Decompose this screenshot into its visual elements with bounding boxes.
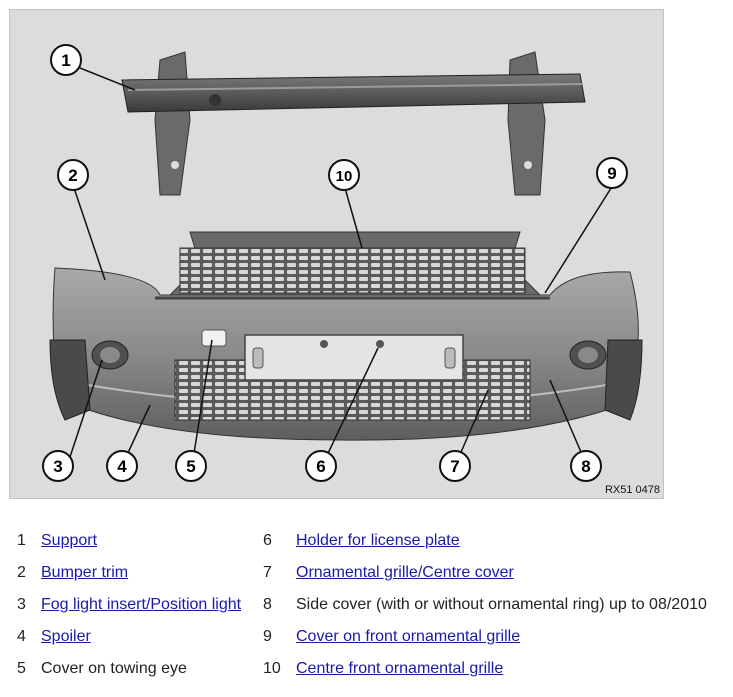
legend-link[interactable]: Holder for license plate [296, 532, 460, 549]
towing-eye-cover [201, 329, 227, 347]
legend-number: 2 [17, 564, 26, 581]
callout-2: 2 [57, 159, 89, 191]
callout-label: 6 [316, 457, 325, 476]
callout-label: 1 [61, 51, 70, 70]
legend-link[interactable]: Bumper trim [41, 564, 129, 581]
callout-10: 10 [328, 159, 360, 191]
bumper-illustration: 1 2 3 4 5 6 7 8 9 10 [42, 44, 643, 482]
legend-number: 10 [263, 660, 281, 677]
legend-number: 6 [263, 532, 272, 549]
legend-number: 3 [17, 596, 26, 613]
callout-label: 8 [581, 457, 590, 476]
callout-3: 3 [42, 450, 74, 482]
side-cover-left [49, 339, 91, 421]
lower-grille [174, 359, 531, 421]
callout-label: 7 [450, 457, 459, 476]
support-beam [121, 51, 586, 196]
figure-code: RX51 0478 [604, 484, 660, 496]
legend-label: Cover on towing eye [41, 660, 187, 677]
callout-9: 9 [596, 157, 628, 189]
side-cover-right [604, 339, 643, 421]
legend-number: 4 [17, 628, 26, 645]
legend-link[interactable]: Centre front ornamental grille [296, 660, 504, 677]
callout-1: 1 [50, 44, 82, 76]
callout-4: 4 [106, 450, 138, 482]
callout-7: 7 [439, 450, 471, 482]
legend-link[interactable]: Ornamental grille/Centre cover [296, 564, 514, 581]
legend-number: 1 [17, 532, 26, 549]
legend-number: 5 [17, 660, 26, 677]
legend-link[interactable]: Fog light insert/Position light [41, 596, 242, 613]
callout-label: 9 [607, 164, 616, 183]
exploded-diagram: 1 2 3 4 5 6 7 8 9 10 RX51 0478 [9, 9, 664, 499]
legend-link[interactable]: Support [41, 532, 98, 549]
callout-label: 2 [68, 166, 77, 185]
callout-label: 10 [336, 168, 353, 185]
legend-label: Side cover (with or without ornamental r… [296, 596, 707, 613]
legend-number: 9 [263, 628, 272, 645]
legend-link[interactable]: Spoiler [41, 628, 91, 645]
legend-number: 8 [263, 596, 272, 613]
legend-number: 7 [263, 564, 272, 581]
callout-group: 1 2 3 4 5 6 7 8 9 10 [42, 44, 628, 482]
callout-5: 5 [175, 450, 207, 482]
callout-label: 3 [53, 457, 62, 476]
callout-label: 5 [186, 457, 195, 476]
leader-lines [66, 65, 614, 467]
centre-front-grille [168, 231, 542, 296]
callout-label: 4 [117, 457, 127, 476]
license-plate-holder [244, 334, 464, 381]
legend-link[interactable]: Cover on front ornamental grille [296, 628, 521, 645]
callout-6: 6 [305, 450, 337, 482]
callout-8: 8 [570, 450, 602, 482]
